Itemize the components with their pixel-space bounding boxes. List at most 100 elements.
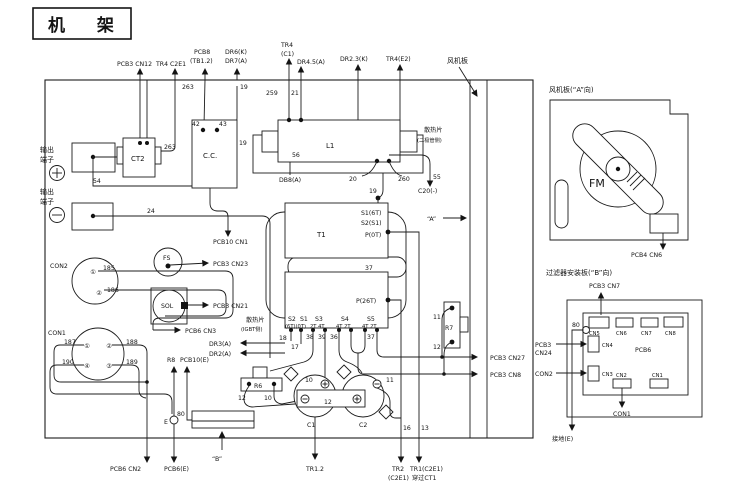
wire-38: 38 — [306, 334, 314, 341]
wire-11c: 11 — [386, 377, 394, 384]
con2-pin2: ② — [96, 290, 102, 297]
con2-pin1: ① — [90, 269, 96, 276]
label-pcb3-cn23: PCB3 CN23 — [213, 261, 248, 268]
label-s1-6t: S1(6T) — [361, 210, 381, 217]
label-con2-src: CON2 — [535, 371, 553, 378]
terminal-label: 端子 — [40, 197, 54, 206]
wire-13: 13 — [421, 425, 429, 432]
fs-sensor: FS PCB3 CN23 — [153, 247, 248, 277]
r7-label: R7 — [445, 325, 453, 332]
plus-terminal-icon — [49, 165, 65, 181]
wire-24-path — [93, 215, 271, 358]
igbt-heatsink-labels: 散热片 (IGBT侧) DR3(A) DR2(A) — [209, 316, 285, 358]
wire-42: 42 — [192, 121, 200, 128]
output-label: 输出 — [40, 145, 54, 154]
con1-connector: CON1 ① ② ④ ③ 187 188 190 189 — [48, 327, 173, 414]
top-labels: PCB3 CN12 TR4 C2E1 PCB8 (TB1.2) DR6(K) D… — [117, 42, 478, 135]
label-pcb3-cn12: PCB3 CN12 — [117, 61, 152, 68]
label-s3-turns: 2T 4T — [310, 324, 325, 330]
page-title: 机 架 — [48, 15, 127, 36]
label-s1: S1 — [300, 316, 308, 323]
label-tr12: TR1.2 — [305, 466, 324, 473]
output-label: 输出 — [40, 187, 54, 196]
wire-17: 17 — [291, 344, 299, 351]
label-pcb3-cn7: PCB3 CN7 — [589, 283, 620, 290]
label-tr4: TR4 — [280, 42, 293, 49]
cn1-label: CN1 — [652, 373, 663, 379]
label-pcb4-cn6: PCB4 CN6 — [631, 252, 662, 259]
r7-resistor: 11 R7 12 PCB3 CN27 PCB3 CN8 — [384, 301, 525, 379]
label-6t-0t: (6T)(0T) — [285, 324, 306, 330]
label-tr4e2: TR4(E2) — [385, 56, 411, 63]
label-tr1-c2e1: TR1(C2E1) — [409, 466, 443, 473]
label-s2: S2 — [288, 316, 296, 323]
cn2-label: CN2 — [616, 373, 627, 379]
cc-label: C.C. — [203, 152, 217, 160]
c1-label: C1 — [307, 422, 315, 429]
label-tr4-c1: (C1) — [281, 51, 294, 58]
label-s4: S4 — [341, 316, 349, 323]
wire-10: 10 — [264, 395, 272, 402]
wire-10c: 10 — [305, 377, 313, 384]
label-pcb10e: PCB10(E) — [180, 357, 209, 364]
label-dr3a: DR3(A) — [209, 341, 231, 348]
heatsink-igbt-label-2: (IGBT侧) — [241, 325, 263, 333]
label-fan-board: 风机板 — [447, 56, 468, 65]
label-s4-turns: 4T 2T — [336, 324, 351, 330]
wire-185: 185 — [103, 265, 115, 272]
wire-11: 11 — [433, 314, 441, 321]
wire-187: 187 — [64, 339, 76, 346]
c2-label: C2 — [359, 422, 367, 429]
con1-pin4: ④ — [84, 363, 90, 370]
title-box: 机 架 — [32, 7, 132, 40]
con1-pin2: ② — [106, 343, 112, 350]
cn5-label: CN5 — [589, 331, 600, 337]
label-pcb8-tb12: (TB1.2) — [190, 58, 213, 65]
wire-12c: 12 — [324, 399, 332, 406]
wire-259: 259 — [266, 90, 278, 97]
ct2-transformer: CT2 263 — [93, 80, 176, 178]
wire-21: 21 — [291, 90, 299, 97]
busbar-b: “B” — [191, 410, 255, 463]
output-terminal-minus: 输出 端子 — [40, 187, 114, 231]
con2-label: CON2 — [50, 263, 68, 270]
r6-label: R6 — [254, 383, 262, 390]
con1-pin3: ③ — [106, 363, 112, 370]
label-pcb3: PCB3 — [535, 342, 551, 349]
wire-12: 12 — [433, 344, 441, 351]
label-tr1-through-ct1: 穿过CT1 — [412, 474, 436, 482]
wire-80: 80 — [177, 411, 185, 418]
output-terminal-plus: 输出 端子 — [40, 142, 116, 181]
filter-board-panel: 过滤器安装板(“B”向) PCB3 CN7 CN5 CN6 CN7 CN8 80… — [535, 268, 703, 443]
label-e: E — [164, 419, 168, 426]
wire-189: 189 — [126, 359, 138, 366]
label-p-0t: P(0T) — [365, 232, 381, 239]
wire-37: 37 — [365, 265, 373, 272]
label-tr4-c2e1: TR4 C2E1 — [155, 61, 186, 68]
label-p-26t: P(26T) — [356, 298, 376, 305]
wire-186: 186 — [107, 287, 119, 294]
wire-39: 39 — [318, 334, 326, 341]
label-tr2: TR2 — [391, 466, 404, 473]
label-pcb10-cn1: PCB10 CN1 — [213, 239, 248, 246]
wire-263: 263 — [182, 84, 194, 91]
wire-190: 190 — [62, 359, 74, 366]
label-pcb3-cn21: PCB3 CN21 — [213, 303, 248, 310]
wire-55: 55 — [433, 174, 441, 181]
label-s2-s1: S2(S1) — [361, 220, 382, 227]
label-pcb8: PCB8 — [194, 49, 210, 56]
cn7-label: CN7 — [641, 331, 652, 337]
label-c20: C20(-) — [418, 188, 437, 195]
wire-37b: 37 — [367, 334, 375, 341]
minus-terminal-icon — [49, 207, 65, 223]
cn4-label: CN4 — [602, 343, 614, 349]
con2-connector: CON2 ① ② 185 186 PCB6 CN3 — [50, 257, 234, 335]
wire-80b: 80 — [572, 322, 580, 329]
label-s3: S3 — [315, 316, 323, 323]
l1-label: L1 — [326, 142, 334, 150]
sol-solenoid: SOL PCB3 CN21 — [150, 287, 248, 325]
wire-43: 43 — [219, 121, 227, 128]
r8-pcb10e-wires: R8 PCB10(E) E 80 PCB6 CN2 PCB6(E) — [110, 357, 209, 473]
label-s5-turns: 4T 2T — [362, 324, 377, 330]
